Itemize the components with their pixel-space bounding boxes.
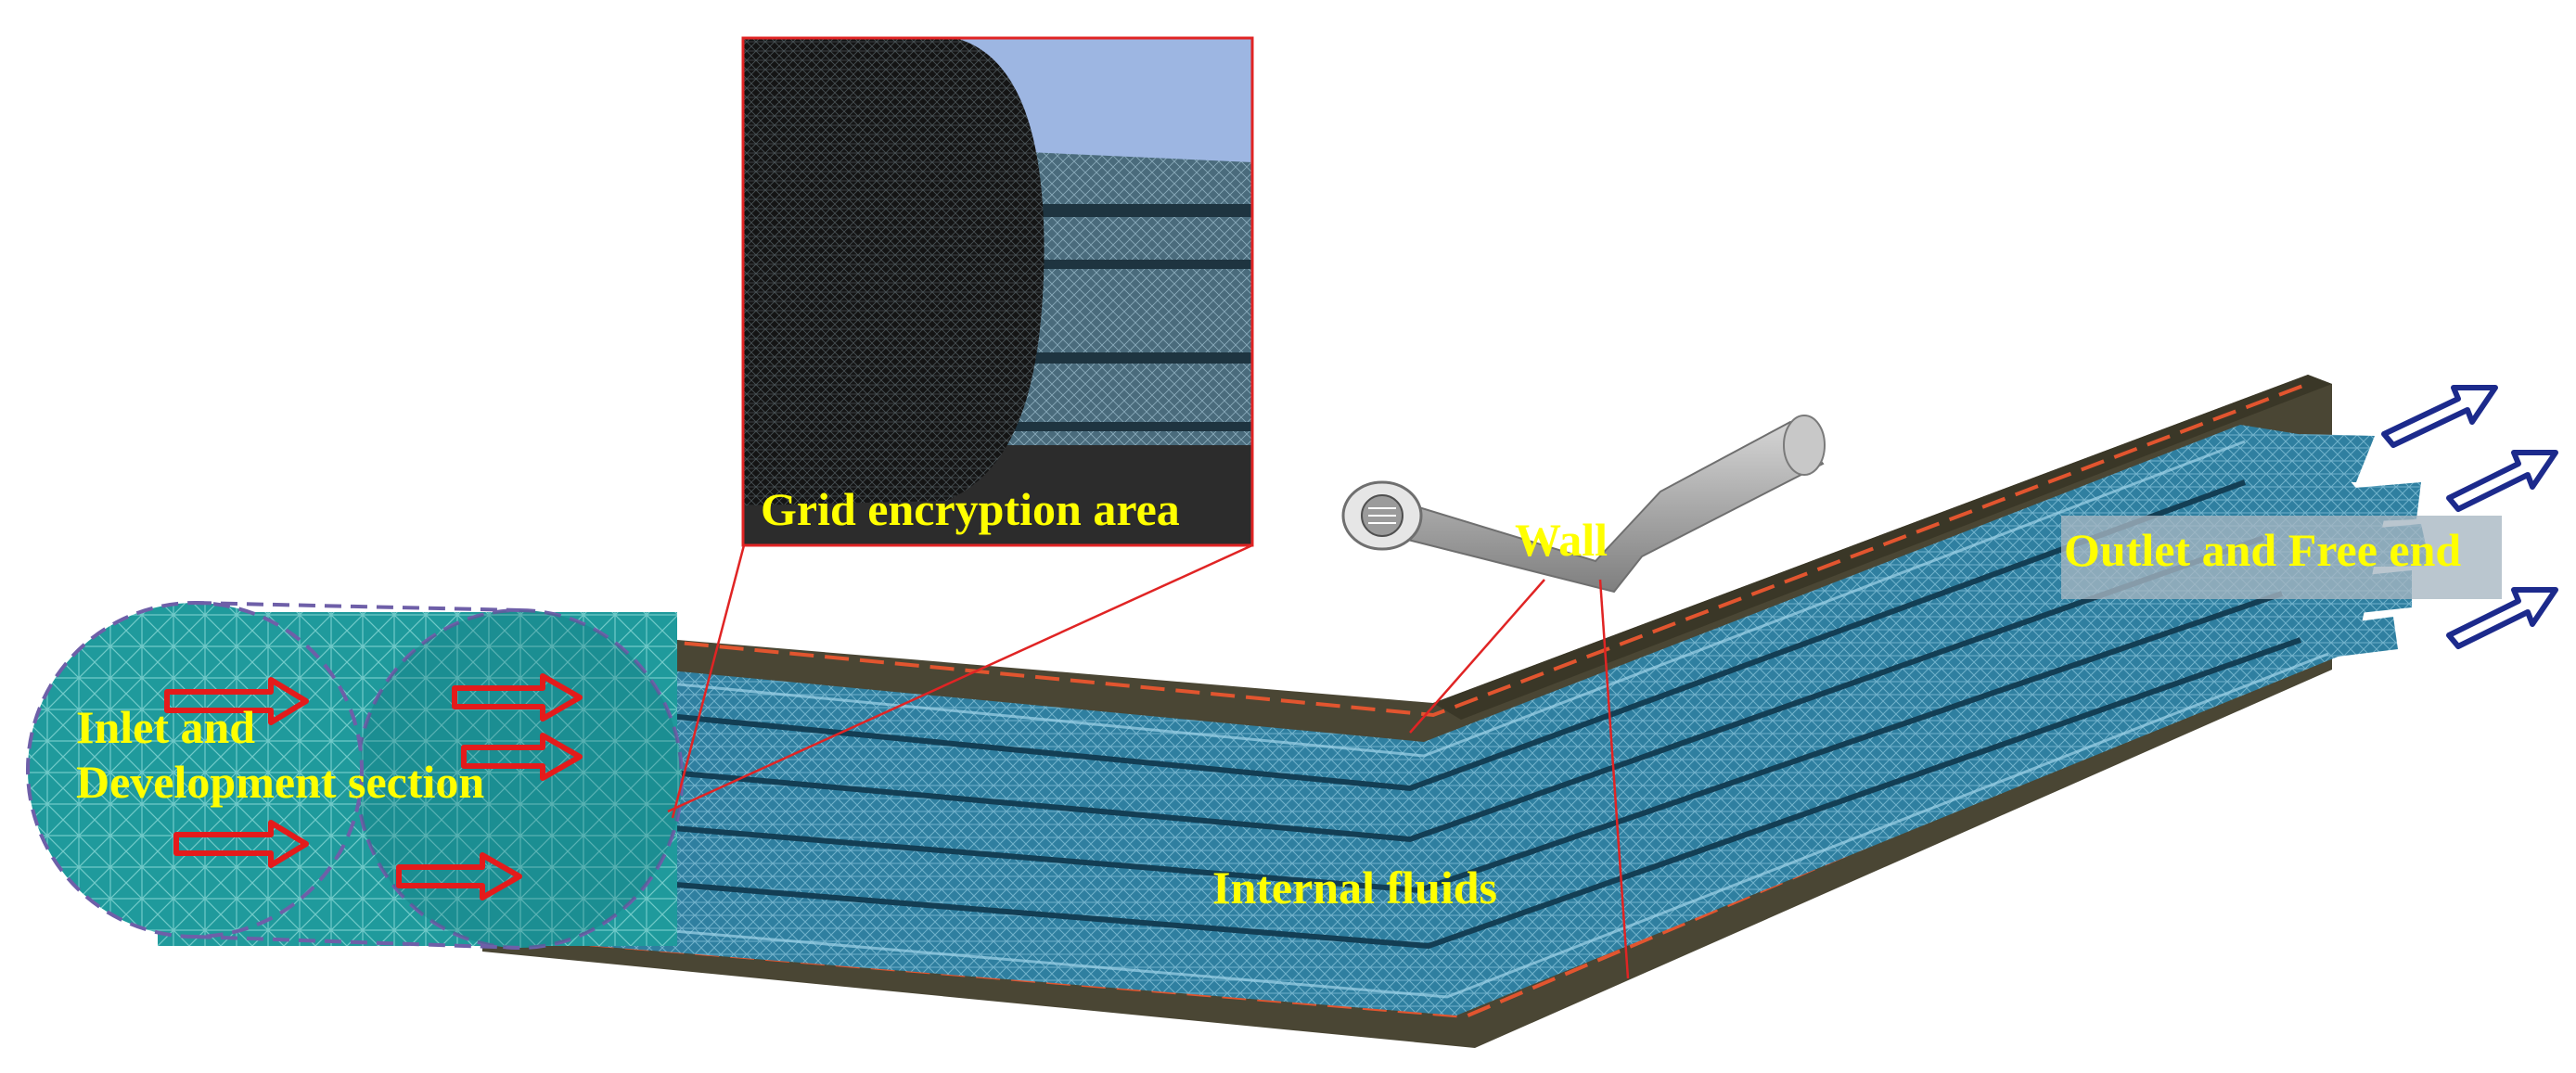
inlet-label-line1: Inlet and: [76, 701, 256, 753]
inlet-label-line2: Development section: [76, 756, 485, 808]
internal-fluids-label: Internal fluids: [1212, 862, 1498, 913]
outlet-label-backdrop: [2061, 516, 2502, 599]
inlet-arrows: [164, 673, 583, 901]
inlet-arrow: [461, 733, 583, 781]
inlet-arrow: [164, 677, 309, 725]
wall-label: Wall: [1515, 514, 1608, 566]
outlet-arrow: [2446, 587, 2558, 649]
inlet-label: Inlet and Development section: [76, 700, 484, 810]
outlet-arrow: [2381, 385, 2498, 448]
internal-fluid-mesh: [594, 425, 2384, 1016]
outlet-label: Outlet and Free end: [2064, 524, 2462, 576]
grid-encryption-label: Grid encryption area: [761, 483, 1180, 535]
outlet-arrow: [2446, 450, 2558, 512]
wall-pipe-thumbnail: [1341, 415, 1826, 594]
inlet-arrow: [173, 820, 309, 868]
grid-encryption-inset: [741, 36, 1254, 547]
inlet-arrow: [396, 852, 522, 901]
outlet-arrows: [2381, 385, 2558, 649]
inlet-arrow: [452, 673, 583, 722]
callout-lines: [667, 543, 1630, 979]
